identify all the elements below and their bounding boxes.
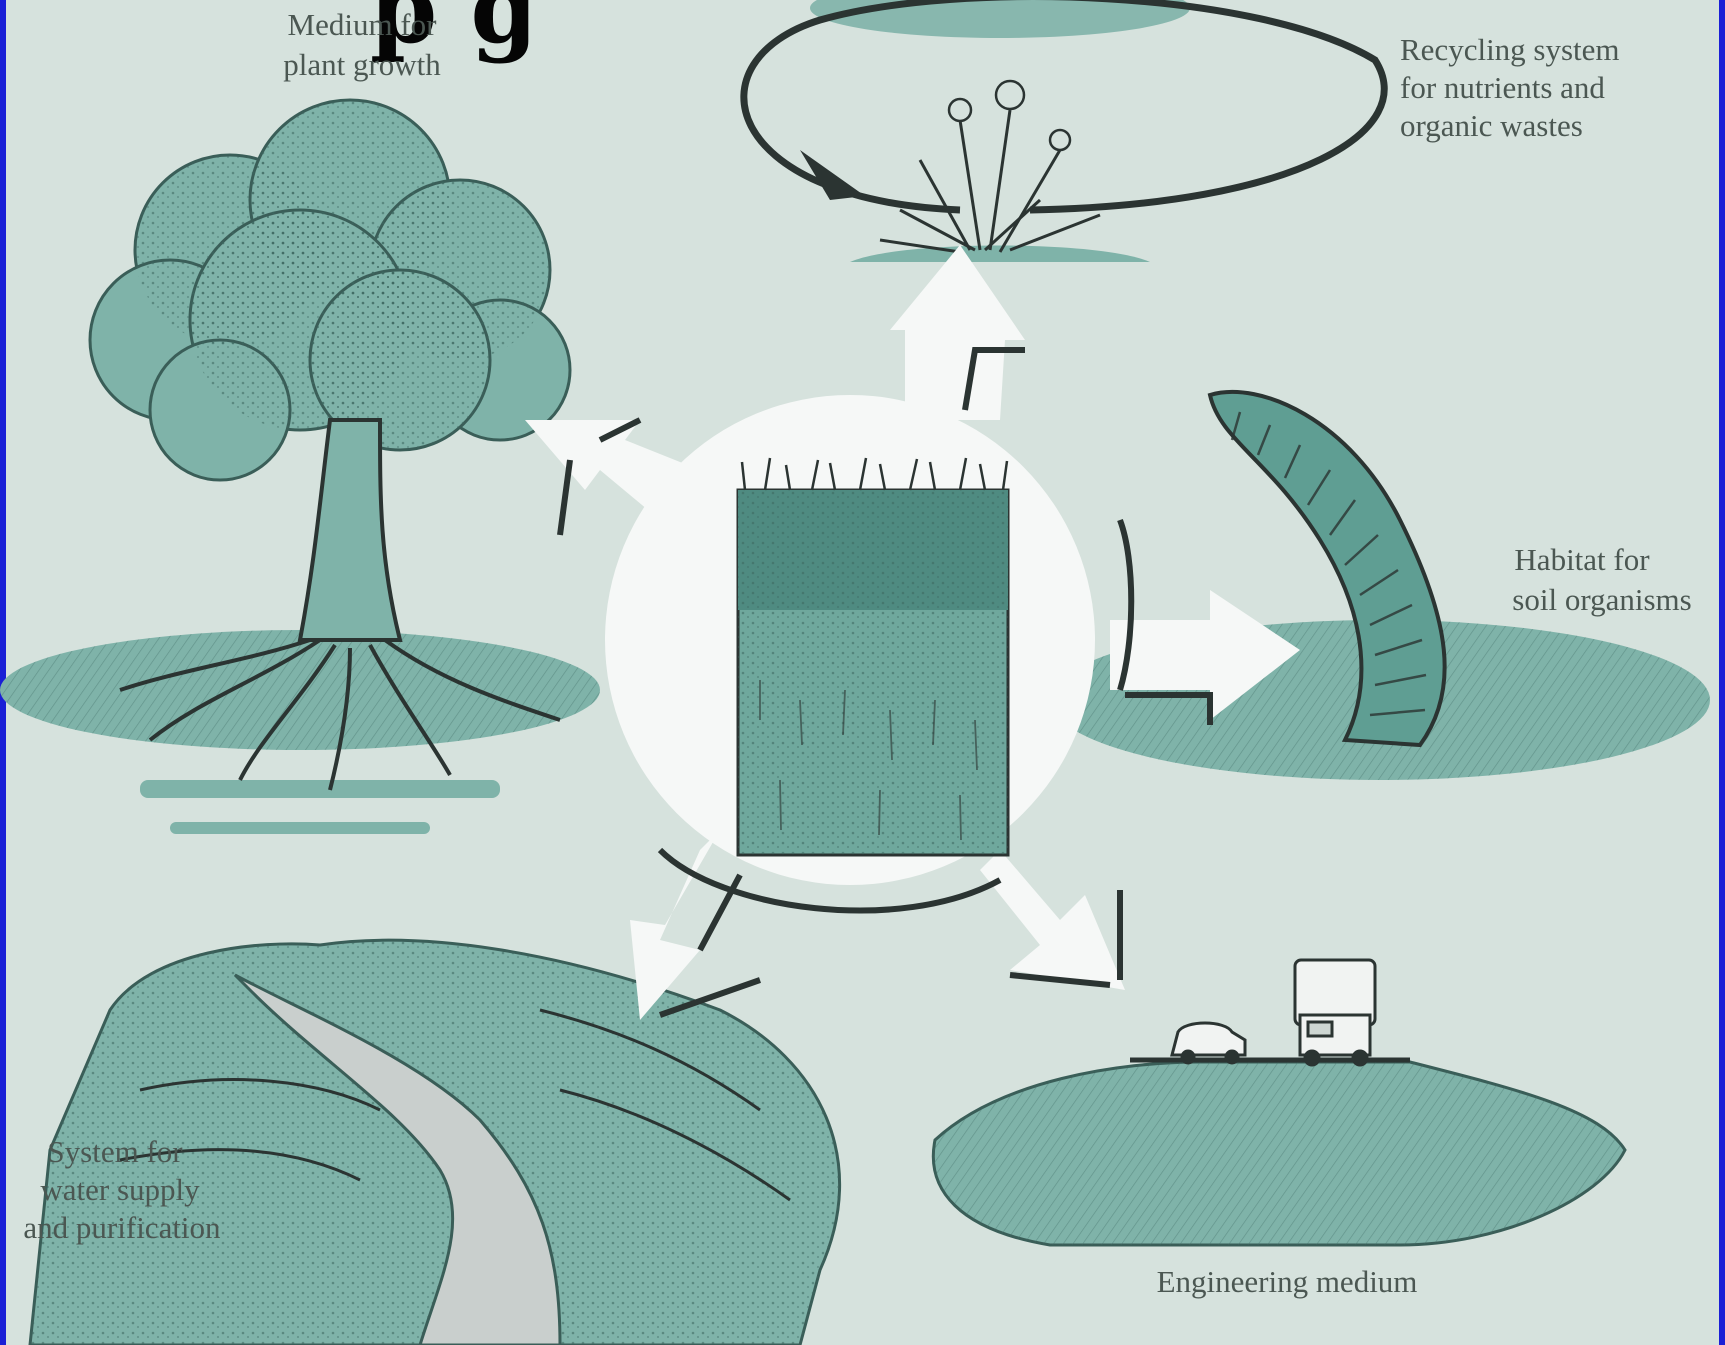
svg-text:and purification: and purification: [23, 1210, 221, 1245]
svg-text:Medium for: Medium for: [288, 7, 438, 42]
svg-text:for nutrients and: for nutrients and: [1400, 70, 1605, 105]
svg-text:plant growth: plant growth: [283, 47, 441, 82]
svg-text:System for: System for: [47, 1134, 183, 1169]
svg-text:Engineering medium: Engineering medium: [1157, 1264, 1418, 1299]
truck-icon: [1295, 960, 1375, 1065]
soil-profile: [738, 458, 1008, 855]
svg-text:water supply: water supply: [40, 1172, 200, 1207]
svg-text:Habitat for: Habitat for: [1514, 542, 1650, 577]
svg-text:organic wastes: organic wastes: [1400, 108, 1583, 143]
svg-text:soil organisms: soil organisms: [1512, 582, 1691, 617]
label-engineering: Engineering medium: [1157, 1264, 1418, 1299]
svg-text:Recycling system: Recycling system: [1400, 32, 1620, 67]
